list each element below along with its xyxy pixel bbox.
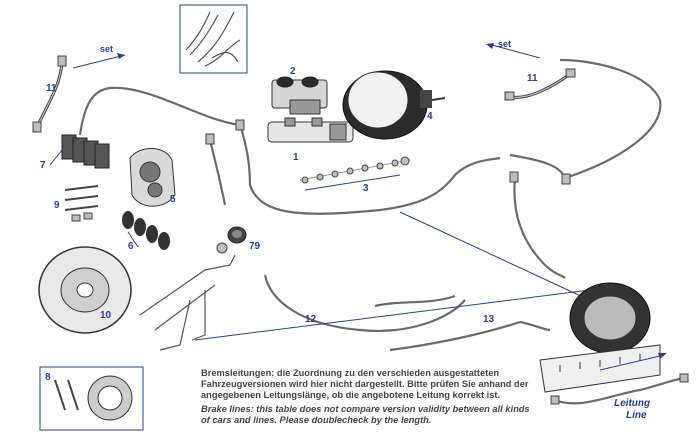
master-cylinder <box>267 117 354 143</box>
label-5: 5 <box>170 194 176 205</box>
label-3: 3 <box>363 183 369 194</box>
set-arrow-right <box>487 43 541 59</box>
set-label-left: set <box>100 44 113 54</box>
brake-disc <box>38 246 132 334</box>
set-label-right: set <box>498 39 511 49</box>
measuring-tape <box>539 282 661 393</box>
note-german: Bremsleitungen: die Zuordnung zu den ver… <box>201 368 529 400</box>
handbrake-cable-12 <box>263 274 466 332</box>
measure-arrow <box>599 355 661 371</box>
label-8: 8 <box>45 372 51 383</box>
label-13: 13 <box>483 314 495 325</box>
label-6: 6 <box>128 241 134 252</box>
dust-cap <box>227 226 247 244</box>
pedal-assembly <box>139 242 236 351</box>
label-11-right: 11 <box>527 73 538 84</box>
label-79: 79 <box>249 241 261 252</box>
master-cylinder-repair-kit <box>299 156 411 191</box>
caliper-seals <box>122 211 170 250</box>
brake-fluid-reservoir <box>271 76 328 115</box>
brake-lines-note: Bremsleitungen: die Zuordnung zu den ver… <box>201 368 536 426</box>
brake-hose-set-box <box>179 4 248 74</box>
brake-pads <box>49 134 110 169</box>
line-label: Line <box>626 410 647 421</box>
pad-pins-springs <box>64 185 99 222</box>
label-4: 4 <box>427 111 433 122</box>
label-12: 12 <box>305 314 317 325</box>
label-7: 7 <box>40 160 46 171</box>
label-1: 1 <box>293 152 299 163</box>
label-10: 10 <box>100 310 112 321</box>
leitung-label: Leitung <box>614 398 651 409</box>
set-arrow-left <box>72 54 126 69</box>
label-2: 2 <box>290 66 296 77</box>
brake-pipes <box>78 58 662 279</box>
brake-hose-left <box>32 55 67 133</box>
drum-brake-box <box>39 366 144 431</box>
brake-hose-right <box>504 68 576 101</box>
brake-booster <box>342 70 446 140</box>
label-11-left: 11 <box>46 83 57 94</box>
handbrake-cable-13 <box>389 320 551 352</box>
measured-brake-line <box>550 373 689 405</box>
pointer-line-1 <box>399 211 586 299</box>
pointer-line-2 <box>194 289 591 341</box>
brake-caliper <box>129 148 176 207</box>
note-english: Brake lines: this table does not compare… <box>201 404 530 425</box>
label-9: 9 <box>54 200 60 211</box>
